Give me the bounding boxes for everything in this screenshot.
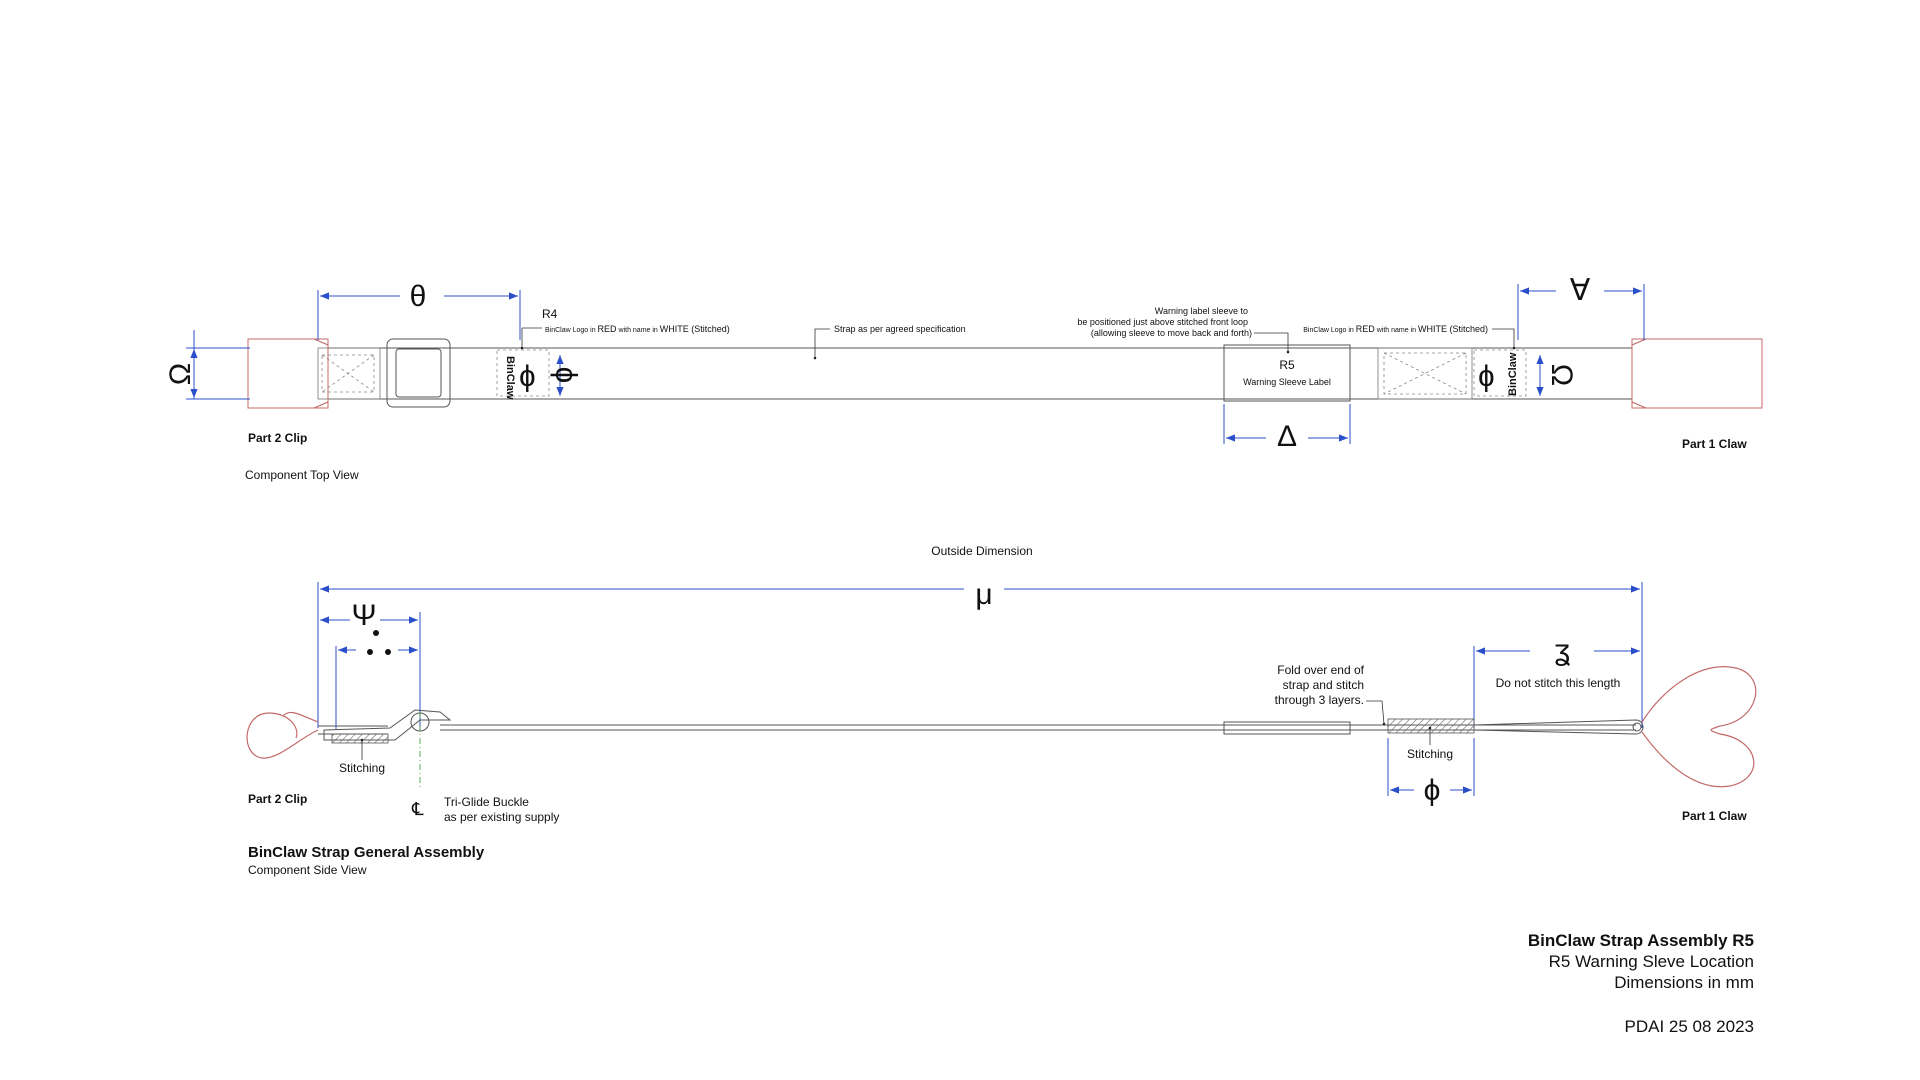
part1-claw-top — [1631, 338, 1763, 409]
logo-text-right: BinClaw — [1507, 352, 1519, 396]
warning-sleeve-label: R5 Warning Sleeve Label — [1223, 344, 1351, 402]
part2-clip-label-top: Part 2 Clip — [248, 431, 307, 445]
stitching-left-label: Stitching — [339, 761, 385, 775]
dim-ezh: ʓ — [1554, 634, 1571, 667]
title-line3: Dimensions in mm — [1614, 973, 1754, 992]
part2-clip-top — [247, 338, 329, 409]
left-logo: BinClaw ɸ — [496, 349, 550, 400]
logo-symbol-left: ɸ — [519, 360, 536, 393]
title-block: BinClaw Strap Assembly R5 R5 Warning Sle… — [1528, 931, 1754, 1036]
dim-omega-right: Ω — [1545, 364, 1578, 386]
dim-delta: Δ — [1277, 420, 1297, 453]
part2-clip-side — [246, 711, 319, 759]
buckle-note-2: as per existing supply — [444, 810, 559, 824]
part1-claw-label-side: Part 1 Claw — [1682, 809, 1747, 823]
dots-mark-2 — [385, 649, 391, 655]
fold-note-1: Fold over end of — [1277, 663, 1364, 677]
buckle-note-1: Tri-Glide Buckle — [444, 795, 529, 809]
outside-dimension-label: Outside Dimension — [931, 544, 1032, 558]
title: BinClaw Strap Assembly R5 — [1528, 931, 1754, 950]
r5-label: Warning Sleeve Label — [1243, 377, 1331, 387]
top-view-notes: R4 BinClaw Logo in RED with name in WHIT… — [520, 306, 1516, 360]
r5-ref: R5 — [1279, 358, 1295, 372]
dim-mu: μ — [975, 578, 992, 611]
dim-left-logo: ɸ — [546, 367, 579, 384]
r4-note: BinClaw Logo in RED with name in WHITE (… — [545, 324, 730, 334]
right-logo-note: BinClaw Logo in RED with name in WHITE (… — [1303, 324, 1488, 334]
r4-ref: R4 — [542, 307, 558, 321]
dim-forall: ∀ — [1570, 274, 1591, 307]
top-view: BinClaw ɸ ɸ BinClaw R5 Warning Sleeve La… — [164, 274, 1763, 482]
tri-glide-buckle-top — [386, 338, 451, 408]
part1-claw-label-top: Part 1 Claw — [1682, 437, 1747, 451]
right-logo: ɸ BinClaw — [1473, 349, 1527, 397]
strap-note: Strap as per agreed specification — [834, 324, 966, 334]
stitching-right — [1387, 718, 1475, 734]
sleeve-note-1: Warning label sleeve to — [1155, 306, 1248, 316]
centre-mark: ℄ — [411, 799, 424, 819]
fold-note-3: through 3 layers. — [1275, 693, 1364, 707]
dim-phi: ϕ — [1424, 774, 1441, 807]
fold-note-2: strap and stitch — [1283, 678, 1364, 692]
stitching-right-label: Stitching — [1407, 747, 1453, 761]
title-line2: R5 Warning Sleve Location — [1549, 952, 1754, 971]
side-view: Outside Dimension μ Ψ ʓ Do not stitch th… — [246, 544, 1757, 877]
sleeve-note-3: (allowing sleeve to move back and forth) — [1091, 328, 1252, 338]
part2-clip-label-side: Part 2 Clip — [248, 792, 307, 806]
right-stitch-box — [1377, 347, 1473, 400]
no-stitch-note: Do not stitch this length — [1496, 676, 1621, 690]
top-view-dimensions: θ Ω ɸ Δ ∀ Ω — [164, 274, 1645, 453]
logo-symbol-right: ɸ — [1478, 360, 1495, 393]
dots-mark-1 — [367, 649, 373, 655]
part1-claw-side — [1641, 666, 1757, 788]
dim-omega-left: Ω — [164, 363, 197, 385]
component-side-view-label: Component Side View — [248, 863, 367, 877]
logo-text-left: BinClaw — [504, 356, 516, 400]
sleeve-note-2: be positioned just above stitched front … — [1077, 317, 1248, 327]
dim-psi: Ψ — [351, 599, 376, 632]
component-top-view-label: Component Top View — [245, 468, 359, 482]
author-date: PDAI 25 08 2023 — [1625, 1017, 1754, 1036]
left-stitch-box — [317, 347, 381, 400]
dim-theta: θ — [410, 280, 427, 313]
assembly-title: BinClaw Strap General Assembly — [248, 844, 485, 861]
stitching-left — [331, 733, 389, 744]
psi-dot — [373, 630, 379, 636]
